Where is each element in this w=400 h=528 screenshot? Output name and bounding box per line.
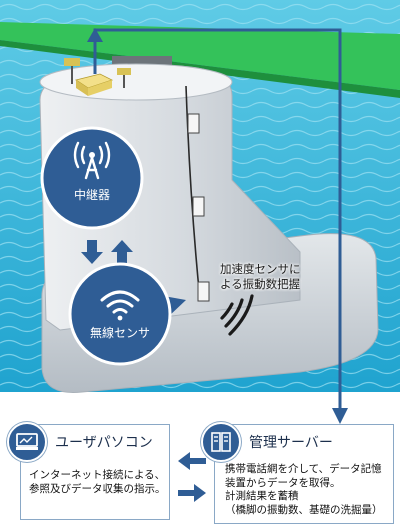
relay-panel-right [117,68,131,75]
relay-box-side [76,80,88,96]
user-pc-line-2: 参照及びデータ収集の指示。 [29,482,166,495]
arrow-right-data [178,484,206,502]
server-title: 管理サーバー [249,435,333,451]
accel-sensor-line-1: 加速度センサに [220,262,301,276]
arrow-up [111,240,133,264]
sensor-2 [192,196,205,217]
data-link-arrowhead-down [332,408,348,424]
user-pc-body: インターネット接続による、 参照及びデータ収集の指示。 [29,469,166,496]
server-icon [201,422,241,462]
server-body: 携帯電話網を介して、データ記憶 装置からデータを取得。 計測結果を蓄積 （橋脚の… [225,463,383,517]
data-link-arrowhead-up [87,28,103,42]
server-line-1: 携帯電話網を介して、データ記憶 [225,463,382,475]
sensor-cable [185,85,201,301]
arrow-left-request [178,452,206,470]
wireless-sensor-label: 無線センサ [89,326,150,340]
computer-icon [7,422,47,462]
sensor-1 [187,113,200,134]
relay-box-front [88,80,112,96]
accel-sensor-line-2: よる振動数把握 [220,277,301,291]
pier-top [39,63,233,101]
relay-circle [40,126,144,230]
server-line-4: （橋脚の振動数、基礎の洗掘量） [225,503,383,516]
signal-waves-icon [220,294,254,336]
server-line-3: 計測結果を蓄積 [225,490,299,502]
sensor-3 [197,281,210,302]
server-panel: 管理サーバー 携帯電話網を介して、データ記憶 装置からデータを取得。 計測結果を… [201,422,394,524]
wifi-icon [100,290,140,321]
data-link-line [93,28,342,418]
server-header: 管理サーバー [201,422,333,462]
relay-panel-left [64,58,80,66]
server-line-2: 装置からデータを取得。 [225,476,341,489]
arrow-down [81,240,103,264]
computer-icon-glyph [16,433,38,450]
wireless-sensor-circle [68,262,172,366]
user-pc-panel: ユーザパソコン インターネット接続による、 参照及びデータ収集の指示。 [7,422,170,520]
user-pc-line-1: インターネット接続による、 [29,469,166,481]
antenna-icon [73,141,111,180]
accel-sensor-label: 加速度センサに よる振動数把握 [220,262,301,292]
server-icon-glyph [211,432,231,452]
user-pc-title: ユーザパソコン [55,435,153,451]
user-pc-header: ユーザパソコン [7,422,153,462]
relay-label: 中継器 [73,188,110,202]
